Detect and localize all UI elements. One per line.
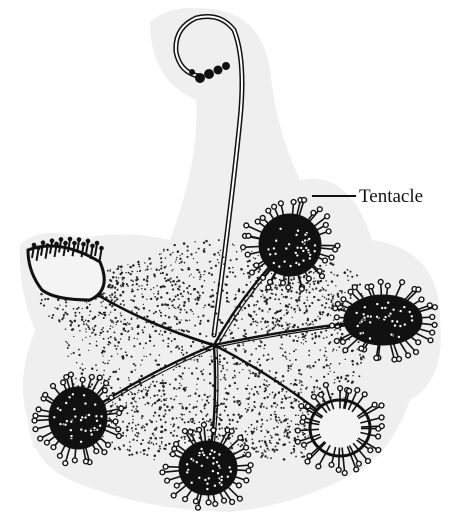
tentacle-label-text: Tentacle — [359, 186, 423, 207]
